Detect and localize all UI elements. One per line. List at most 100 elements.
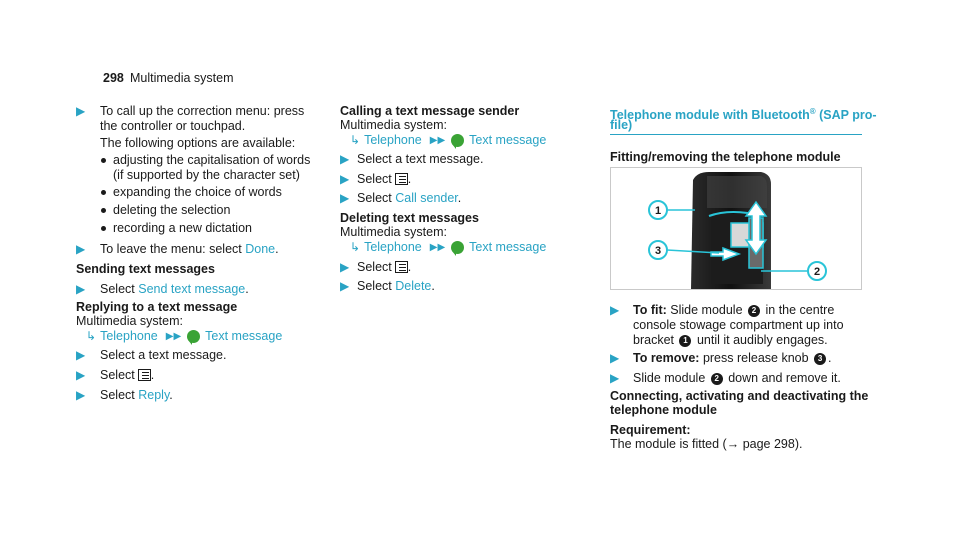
option-item: recording a new dictation: [113, 221, 252, 235]
remove-label: To remove:: [633, 351, 700, 365]
reply-step: Select Reply.: [100, 388, 173, 402]
telephone-module-illustration: 1 2 3: [648, 172, 827, 289]
reply-link[interactable]: Reply: [138, 388, 170, 402]
registered-mark: ®: [809, 107, 816, 116]
callout-2-badge: 2: [710, 373, 723, 385]
select-text: Select: [357, 172, 392, 186]
slide-text: down and remove it.: [728, 371, 841, 385]
message-icon: [451, 241, 465, 256]
module-figure: 1 2 3: [610, 167, 862, 290]
select-message-step: Select a text message.: [100, 348, 227, 362]
callout-3: 3: [655, 245, 661, 257]
bullet-arrow-icon: ▶: [610, 351, 620, 365]
bullet-arrow-icon: ▶: [76, 388, 86, 402]
done-link[interactable]: Done: [245, 242, 276, 256]
correction-menu-step: To call up the cor­rection menu: press t…: [100, 104, 305, 133]
section-title: Multimedia sy­stem: [130, 71, 234, 85]
path-telephone[interactable]: Telephone: [364, 240, 422, 254]
bullet-dot: [101, 226, 106, 231]
deleting-heading: Deleting text messages: [340, 211, 479, 225]
calling-heading: Calling a text message sender: [340, 104, 520, 118]
callout-3-badge: 3: [814, 353, 827, 365]
bullet-arrow-icon: ▶: [340, 260, 350, 274]
leave-menu-text: To leave the menu: select: [100, 242, 242, 256]
connecting-heading: Connecting, activating and deactivating …: [610, 389, 869, 403]
select-menu-step: Select.: [357, 260, 412, 274]
bullet-arrow-icon: ▶: [610, 371, 620, 385]
page-number: 298: [103, 71, 124, 85]
select-text: Select: [100, 282, 135, 296]
bullet-dot: [101, 190, 106, 195]
call-sender-link[interactable]: Call sender: [395, 191, 458, 205]
select-text: Select: [100, 368, 135, 382]
heading-text: Telephone module with Bluetooth: [610, 108, 810, 123]
select-menu-step: Select.: [357, 172, 412, 186]
bullet-arrow-icon: ▶: [76, 242, 86, 256]
bullet-arrow-icon: ▶: [76, 348, 86, 362]
message-icon: [451, 134, 465, 149]
heading-rule: [610, 134, 862, 135]
bullet-arrow-icon: ▶: [340, 152, 350, 166]
send-text-message-link[interactable]: Send text message: [138, 282, 246, 296]
connecting-heading-line2: telephone module: [610, 403, 717, 417]
fitting-heading: Fitting/removing the telephone module: [610, 150, 841, 164]
leave-menu-step: To leave the menu: select Done.: [100, 242, 279, 256]
select-text: Select: [357, 260, 392, 274]
path-arrow-icon: ↳: [350, 133, 361, 147]
menu-path: ↳ Telephone ▶▶ Text message: [350, 133, 547, 149]
menu-icon: [394, 261, 408, 273]
bullet-arrow-icon: ▶: [340, 191, 350, 205]
select-text: Select: [100, 388, 135, 402]
slide-step: Slide module 2 down and remove it.: [633, 371, 841, 386]
multimedia-system-label: Multimedia system:: [340, 118, 447, 132]
path-telephone[interactable]: Telephone: [100, 329, 158, 343]
path-telephone[interactable]: Telephone: [364, 133, 422, 147]
callout-2-badge: 2: [748, 305, 761, 317]
option-item: expanding the choice of words: [113, 185, 282, 199]
menu-icon: [137, 369, 151, 381]
remove-text: press release knob: [702, 351, 809, 365]
path-text-message[interactable]: Text message: [469, 133, 547, 147]
heading-text-suffix: (SAP pro-: [815, 108, 877, 123]
replying-heading: Replying to a text message: [76, 300, 238, 314]
select-text: Select: [357, 279, 392, 293]
sending-heading: Sending text messages: [76, 262, 215, 276]
fit-text: Slide module: [670, 303, 743, 317]
delete-link[interactable]: Delete: [395, 279, 432, 293]
select-text: Select: [357, 191, 392, 205]
chevron-right-icon: ▶▶: [165, 331, 182, 342]
requirement-label: Requirement:: [610, 423, 691, 437]
bullet-arrow-icon: ▶: [610, 303, 620, 317]
bullet-arrow-icon: ▶: [340, 279, 350, 293]
callout-2: 2: [814, 266, 820, 278]
option-item: deleting the selection: [113, 203, 231, 217]
multimedia-system-label: Multimedia system:: [340, 225, 447, 239]
bullet-arrow-icon: ▶: [340, 172, 350, 186]
bullet-arrow-icon: ▶: [76, 104, 86, 118]
call-sender-step: Select Call sender.: [357, 191, 462, 205]
remove-step: To remove: press release knob 3.: [633, 351, 832, 365]
path-text-message[interactable]: Text message: [469, 240, 547, 254]
delete-step: Select Delete.: [357, 279, 435, 293]
section-heading: Telephone module with Bluetooth® (SAP pr…: [610, 104, 877, 123]
slide-text: Slide module: [633, 371, 706, 385]
section-heading-line2: file): [610, 118, 633, 132]
requirement-text: The module is fitted (→ page 298).: [610, 437, 803, 451]
option-item: adjusting the capitalisation of words (i…: [113, 153, 311, 182]
path-text-message[interactable]: Text message: [205, 329, 283, 343]
path-arrow-icon: ↳: [350, 240, 361, 254]
bullet-dot: [101, 158, 106, 163]
options-intro: The following options are available:: [100, 136, 296, 150]
fit-step: To fit: Slide module 2 in the centre con…: [633, 303, 865, 348]
bullet-arrow-icon: ▶: [76, 282, 86, 296]
select-menu-step: Select.: [100, 368, 155, 382]
callout-1-badge: 1: [679, 335, 692, 347]
send-step: Select Send text message.: [100, 282, 249, 296]
fit-text: until it audibly engages.: [696, 333, 828, 347]
menu-path: ↳ Telephone ▶▶ Text message: [86, 329, 283, 345]
chevron-right-icon: ▶▶: [429, 242, 446, 253]
bullet-arrow-icon: ▶: [76, 368, 86, 382]
menu-icon: [394, 173, 408, 185]
fit-text: in the centre console stowage compartmen…: [633, 303, 844, 347]
callout-1: 1: [655, 205, 661, 217]
